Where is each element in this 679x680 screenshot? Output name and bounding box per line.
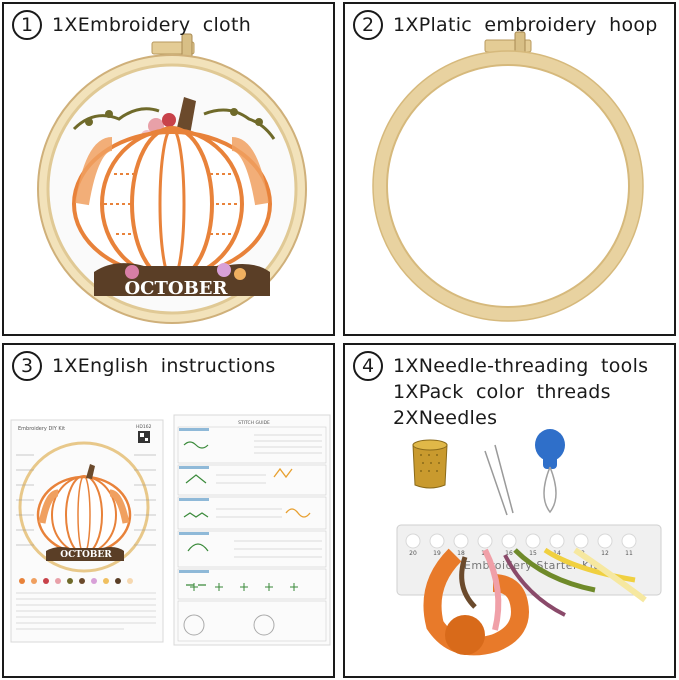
- panel-caption: 1XEnglish instructions: [52, 355, 276, 377]
- instructions-image: Embroidery DIY Kit HD162 OCTOBER: [10, 414, 331, 646]
- panel-tools: 20 19 18 17 16 15 14 13 12 11 Embroidery…: [343, 343, 676, 678]
- panel-embroidery-cloth: OCTOBER 1 1XEmbroidery cloth: [2, 2, 335, 336]
- sheet-code: HD162: [136, 424, 152, 430]
- card-number: 11: [625, 550, 633, 557]
- panel-number: 2: [353, 10, 383, 40]
- guide-title: STITCH GUIDE: [238, 420, 270, 426]
- panel-caption-lines: 1XNeedle-threading tools 1XPack color th…: [393, 353, 648, 431]
- panel-number: 4: [353, 351, 383, 381]
- caption-line-needles: 2XNeedles: [393, 407, 498, 429]
- card-number: 16: [505, 550, 513, 557]
- card-number: 15: [529, 550, 537, 557]
- panel-embroidery-hoop: 2 1XPlatic embroidery hoop: [343, 2, 676, 336]
- panel-instructions: Embroidery DIY Kit HD162 OCTOBER: [2, 343, 335, 678]
- caption-line-threader: 1XNeedle-threading tools: [393, 355, 649, 377]
- panel-number: 1: [12, 10, 42, 40]
- card-number: 18: [457, 550, 465, 557]
- card-number: 14: [553, 550, 561, 557]
- card-number: 19: [433, 550, 441, 557]
- tools-image: 20 19 18 17 16 15 14 13 12 11 Embroidery…: [396, 429, 662, 656]
- caption-line-threads: 1XPack color threads: [393, 381, 611, 403]
- card-number: 12: [601, 550, 609, 557]
- embroidery-cloth-image: OCTOBER: [37, 33, 307, 324]
- sheet-title: Embroidery DIY Kit: [18, 426, 65, 432]
- pattern-october-text: OCTOBER: [60, 550, 112, 560]
- panel-caption: 1XPlatic embroidery hoop: [393, 14, 658, 36]
- panel-caption: 1XEmbroidery cloth: [52, 14, 252, 36]
- cloth-october-text: OCTOBER: [125, 278, 229, 299]
- panel-number: 3: [12, 351, 42, 381]
- card-number: 20: [409, 550, 417, 557]
- hoop-image: [372, 31, 644, 322]
